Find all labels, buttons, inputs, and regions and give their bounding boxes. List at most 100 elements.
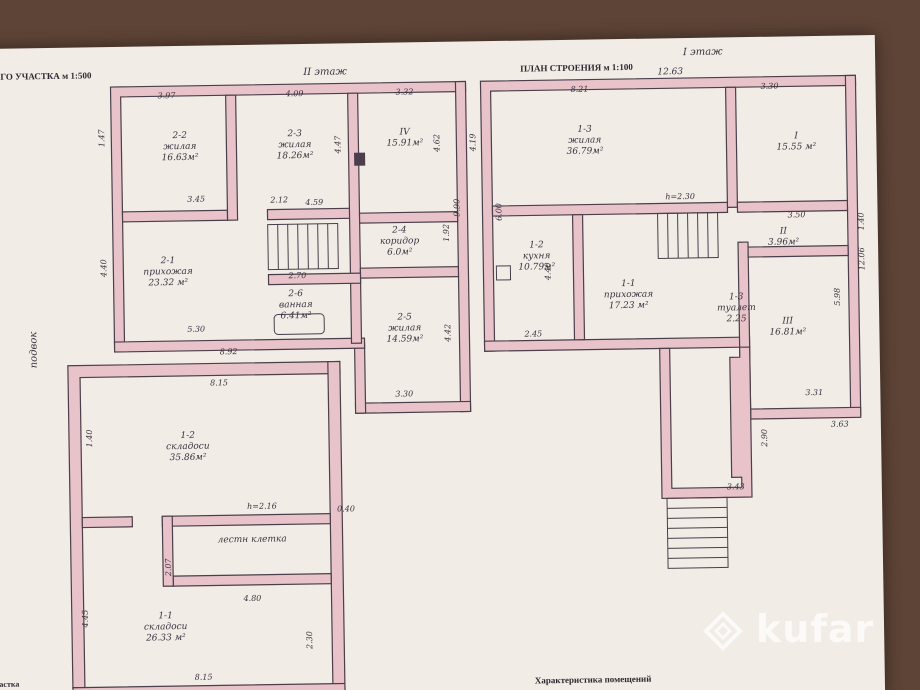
dimension-label: h=2.16 xyxy=(247,501,277,511)
floor1-wall-h2 xyxy=(736,199,849,213)
room-name: жилая xyxy=(163,141,197,153)
room-area: 35.86м² xyxy=(169,452,207,464)
room-id: 2-5 xyxy=(397,312,412,323)
dimension-label: 3.30 xyxy=(760,81,779,91)
site-plan-heading: ОГО УЧАСТКА м 1:500 xyxy=(0,70,92,82)
room-id: 1-3 xyxy=(577,124,592,135)
porch-wall xyxy=(659,346,753,500)
floor1-wall-h3 xyxy=(747,244,849,258)
room-area: 18.26м² xyxy=(276,150,314,162)
floor2-wall-mid-h2 xyxy=(266,207,359,221)
room-name: кухня xyxy=(522,251,551,262)
room-id: 1-3 xyxy=(728,292,744,303)
floor1-width-label: 12.63 xyxy=(657,67,684,78)
room-area: 15.91м² xyxy=(386,138,424,149)
floor2-wall-left-bottom xyxy=(353,342,367,414)
kufar-logo-icon xyxy=(703,611,743,651)
dimension-label: 4.45 xyxy=(80,609,90,628)
margin-note: подвок xyxy=(28,331,40,369)
room-characteristics-heading: Характеристика помещений xyxy=(534,673,652,686)
dimension-label: 3.43 xyxy=(726,482,745,492)
dimension-label: 4.59 xyxy=(305,197,324,208)
building-plan-heading: ПЛАН СТРОЕНИЯ м 1:100 xyxy=(520,61,633,74)
room-id: 1-1 xyxy=(158,611,173,622)
room-area: 26.33 м² xyxy=(145,632,186,644)
dimension-label: 6.00 xyxy=(494,203,504,222)
room-id: 2-3 xyxy=(287,129,302,140)
dimension-label: 5.30 xyxy=(187,324,206,334)
dimension-label: 2.90 xyxy=(759,428,770,447)
room-name: лестн клетка xyxy=(217,534,287,546)
dimension-label: 1.40 xyxy=(856,212,866,231)
floor1-wall-v1 xyxy=(724,86,739,208)
dimension-label: 4.47 xyxy=(333,135,343,154)
floor1-wall-v2 xyxy=(571,214,586,341)
basement-wall-stair2 xyxy=(172,573,332,587)
dimension-label: 5.98 xyxy=(832,287,843,306)
room-name: прихожая xyxy=(143,266,193,278)
room-area: 16.63м² xyxy=(161,152,199,164)
room-id: 1-1 xyxy=(621,278,636,290)
dimension-label: 3.30 xyxy=(395,389,414,399)
chimney xyxy=(354,152,366,166)
dimension-label: 4.80 xyxy=(243,593,262,604)
room-id: 1-2 xyxy=(529,240,544,251)
room-name: складоси xyxy=(143,621,188,633)
stove xyxy=(495,265,512,281)
room-name: жилая xyxy=(388,323,422,334)
dimension-label: 3.50 xyxy=(787,210,806,220)
floor2-wall-lower xyxy=(113,337,366,353)
floor-plan-drawing xyxy=(67,74,862,690)
basement-wall-right xyxy=(327,360,346,690)
dimension-label: 4.40 xyxy=(99,259,109,278)
room-name: туалет xyxy=(716,302,756,314)
room-id: 2-4 xyxy=(392,225,407,236)
floor1-wall-bottom xyxy=(483,336,751,352)
dimension-label: 2.70 xyxy=(288,271,307,281)
dimension-label: 2.45 xyxy=(524,329,543,339)
dimension-label: 9.90 xyxy=(452,198,462,217)
room-area: 6.41м² xyxy=(280,310,312,322)
dimension-label: 4.19 xyxy=(468,133,478,152)
dimension-label: 3.32 xyxy=(395,87,414,97)
room-name: жилая xyxy=(278,139,312,151)
floor2-wall-corridor xyxy=(358,211,459,224)
dimension-label: 3.45 xyxy=(187,194,206,204)
room-name: прихожая xyxy=(603,289,654,301)
basement-wall-stair3 xyxy=(161,515,174,587)
floor2-heading: II этаж xyxy=(303,66,347,79)
floor1-wall-h1 xyxy=(491,201,729,217)
dimension-label: 12.06 xyxy=(857,247,867,271)
floor2-wall-mid-h xyxy=(121,209,229,223)
room-area: 16.81м² xyxy=(769,327,807,338)
room-id: II xyxy=(779,226,788,237)
room-name: жилая xyxy=(568,135,602,146)
floor2-wall-right xyxy=(454,80,472,413)
floor1-wall-h4 xyxy=(750,406,862,420)
floor2-stairs xyxy=(267,223,339,271)
room-area: 17.23 м² xyxy=(608,300,649,312)
room-area: 2.25 xyxy=(726,314,747,325)
room-area: 14.59м² xyxy=(386,334,424,345)
dimension-label: 2.12 xyxy=(270,195,289,205)
floor2-wall-corridor2 xyxy=(359,266,460,279)
dimension-label: 1.47 xyxy=(97,129,107,148)
dimension-label: 3.97 xyxy=(157,91,176,101)
room-id: 2-1 xyxy=(160,256,176,267)
dimension-label: 3.63 xyxy=(830,419,849,429)
room-area: 36.79м² xyxy=(566,146,604,157)
dimension-label: 4.09 xyxy=(285,89,304,99)
bottom-left-heading: частка xyxy=(0,679,20,689)
room-id: 2-6 xyxy=(288,289,303,300)
